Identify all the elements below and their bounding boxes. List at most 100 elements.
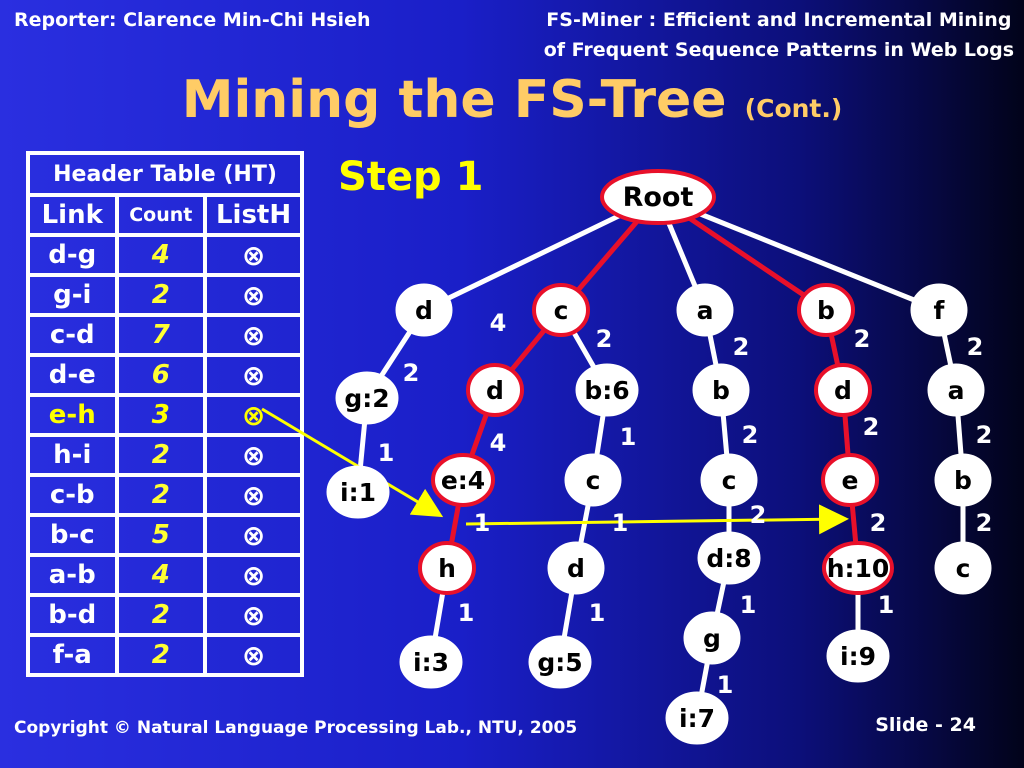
row-count: 2 <box>116 435 206 475</box>
tree-node-label: b:6 <box>584 376 629 405</box>
tree-node-root <box>600 169 716 225</box>
slide-title-cont: (Cont.) <box>744 94 843 123</box>
list-head-icon: ⊗ <box>205 595 302 635</box>
tree-node <box>528 635 592 689</box>
edge-count-label: 1 <box>878 591 895 619</box>
slide-title: Mining the FS-Tree (Cont.) <box>0 70 1024 130</box>
tree-node <box>395 283 453 337</box>
tree-node <box>683 611 741 665</box>
tree-node-label: a <box>948 376 965 405</box>
row-count: 2 <box>116 635 206 675</box>
row-count: 4 <box>116 555 206 595</box>
edge-count-label: 2 <box>976 421 993 449</box>
tree-node-label: b <box>954 466 972 495</box>
tree-node <box>466 363 524 417</box>
edge-count-label: 2 <box>742 421 759 449</box>
tree-node <box>431 453 495 507</box>
tree-node-label: d <box>415 296 433 325</box>
list-head-icon: ⊗ <box>205 555 302 595</box>
list-head-icon: ⊗ <box>205 515 302 555</box>
table-row: d-g 4 ⊗ <box>28 235 302 275</box>
tree-node <box>927 363 985 417</box>
edge-count-label: 2 <box>733 333 750 361</box>
tree-node <box>532 283 590 337</box>
row-count: 5 <box>116 515 206 555</box>
table-row: b-d 2 ⊗ <box>28 595 302 635</box>
tree-node <box>575 363 639 417</box>
edge-count-label: 1 <box>717 671 734 699</box>
tree-node-label: e <box>842 466 859 495</box>
edge-count-label: 2 <box>854 325 871 353</box>
edge-count-label: 2 <box>967 333 984 361</box>
tree-node-label: g:2 <box>344 384 389 413</box>
tree-node-label: b <box>712 376 730 405</box>
tree-node-label: b <box>817 296 835 325</box>
tree-node <box>934 453 992 507</box>
tree-node-label: Root <box>623 182 694 213</box>
tree-node <box>564 453 622 507</box>
tree-node-label: g:5 <box>537 648 582 677</box>
reporter-label: Reporter: Clarence Min-Chi Hsieh <box>14 9 371 31</box>
row-count: 2 <box>116 475 206 515</box>
edge-count-label: 1 <box>474 509 491 537</box>
list-head-icon: ⊗ <box>205 355 302 395</box>
tree-node <box>665 691 729 745</box>
row-count: 4 <box>116 235 206 275</box>
tree-node-label: f <box>934 296 946 325</box>
tree-node-label: h <box>438 554 456 583</box>
tree-node <box>547 541 605 595</box>
tree-node-label: i:9 <box>840 642 876 671</box>
tree-node <box>418 541 476 595</box>
edge-count-label: 1 <box>589 599 606 627</box>
tree-node-label: c <box>722 466 737 495</box>
row-count: 2 <box>116 275 206 315</box>
edge-count-label: 1 <box>458 599 475 627</box>
paper-reference-line-2: of Frequent Sequence Patterns in Web Log… <box>543 39 1014 61</box>
row-link: d-e <box>28 355 117 395</box>
edge-count-label: 4 <box>490 429 507 457</box>
list-head-icon: ⊗ <box>205 635 302 675</box>
tree-node <box>700 453 758 507</box>
list-head-icon: ⊗ <box>205 395 302 435</box>
tree-node-label: a <box>697 296 714 325</box>
edge-count-label: 2 <box>750 501 767 529</box>
tree-node <box>399 635 463 689</box>
tree-node <box>934 541 992 595</box>
row-link: g-i <box>28 275 117 315</box>
edge-count-label: 1 <box>620 423 637 451</box>
tree-node <box>910 283 968 337</box>
tree-node-label: d <box>834 376 852 405</box>
table-row: h-i 2 ⊗ <box>28 435 302 475</box>
row-link: b-d <box>28 595 117 635</box>
tree-node <box>822 541 894 595</box>
list-head-icon: ⊗ <box>205 475 302 515</box>
row-count: 3 <box>116 395 206 435</box>
column-header-listh: ListH <box>205 195 302 235</box>
tree-node <box>335 371 399 425</box>
row-count: 7 <box>116 315 206 355</box>
edge-count-label: 2 <box>863 413 880 441</box>
edge-count-label: 1 <box>740 591 757 619</box>
tree-node <box>821 453 879 507</box>
tree-node-label: c <box>956 554 971 583</box>
table-row: c-b 2 ⊗ <box>28 475 302 515</box>
edge-count-label: 2 <box>403 359 420 387</box>
tree-node-label: h:10 <box>827 554 890 583</box>
table-row: b-c 5 ⊗ <box>28 515 302 555</box>
header-links <box>261 407 849 535</box>
tree-node-label: d:8 <box>706 544 751 573</box>
list-head-icon: ⊗ <box>205 435 302 475</box>
table-row: a-b 4 ⊗ <box>28 555 302 595</box>
tree-node <box>692 363 750 417</box>
row-count: 6 <box>116 355 206 395</box>
table-row: g-i 2 ⊗ <box>28 275 302 315</box>
header-table-caption: Header Table (HT) <box>28 153 302 195</box>
edge-count-label: 1 <box>612 509 629 537</box>
table-row-highlighted: e-h 3 ⊗ <box>28 395 302 435</box>
copyright-footer: Copyright © Natural Language Processing … <box>14 718 578 738</box>
row-link: d-g <box>28 235 117 275</box>
tree-node-label: g <box>703 624 721 653</box>
row-link: a-b <box>28 555 117 595</box>
edge-count-label: 2 <box>976 509 993 537</box>
